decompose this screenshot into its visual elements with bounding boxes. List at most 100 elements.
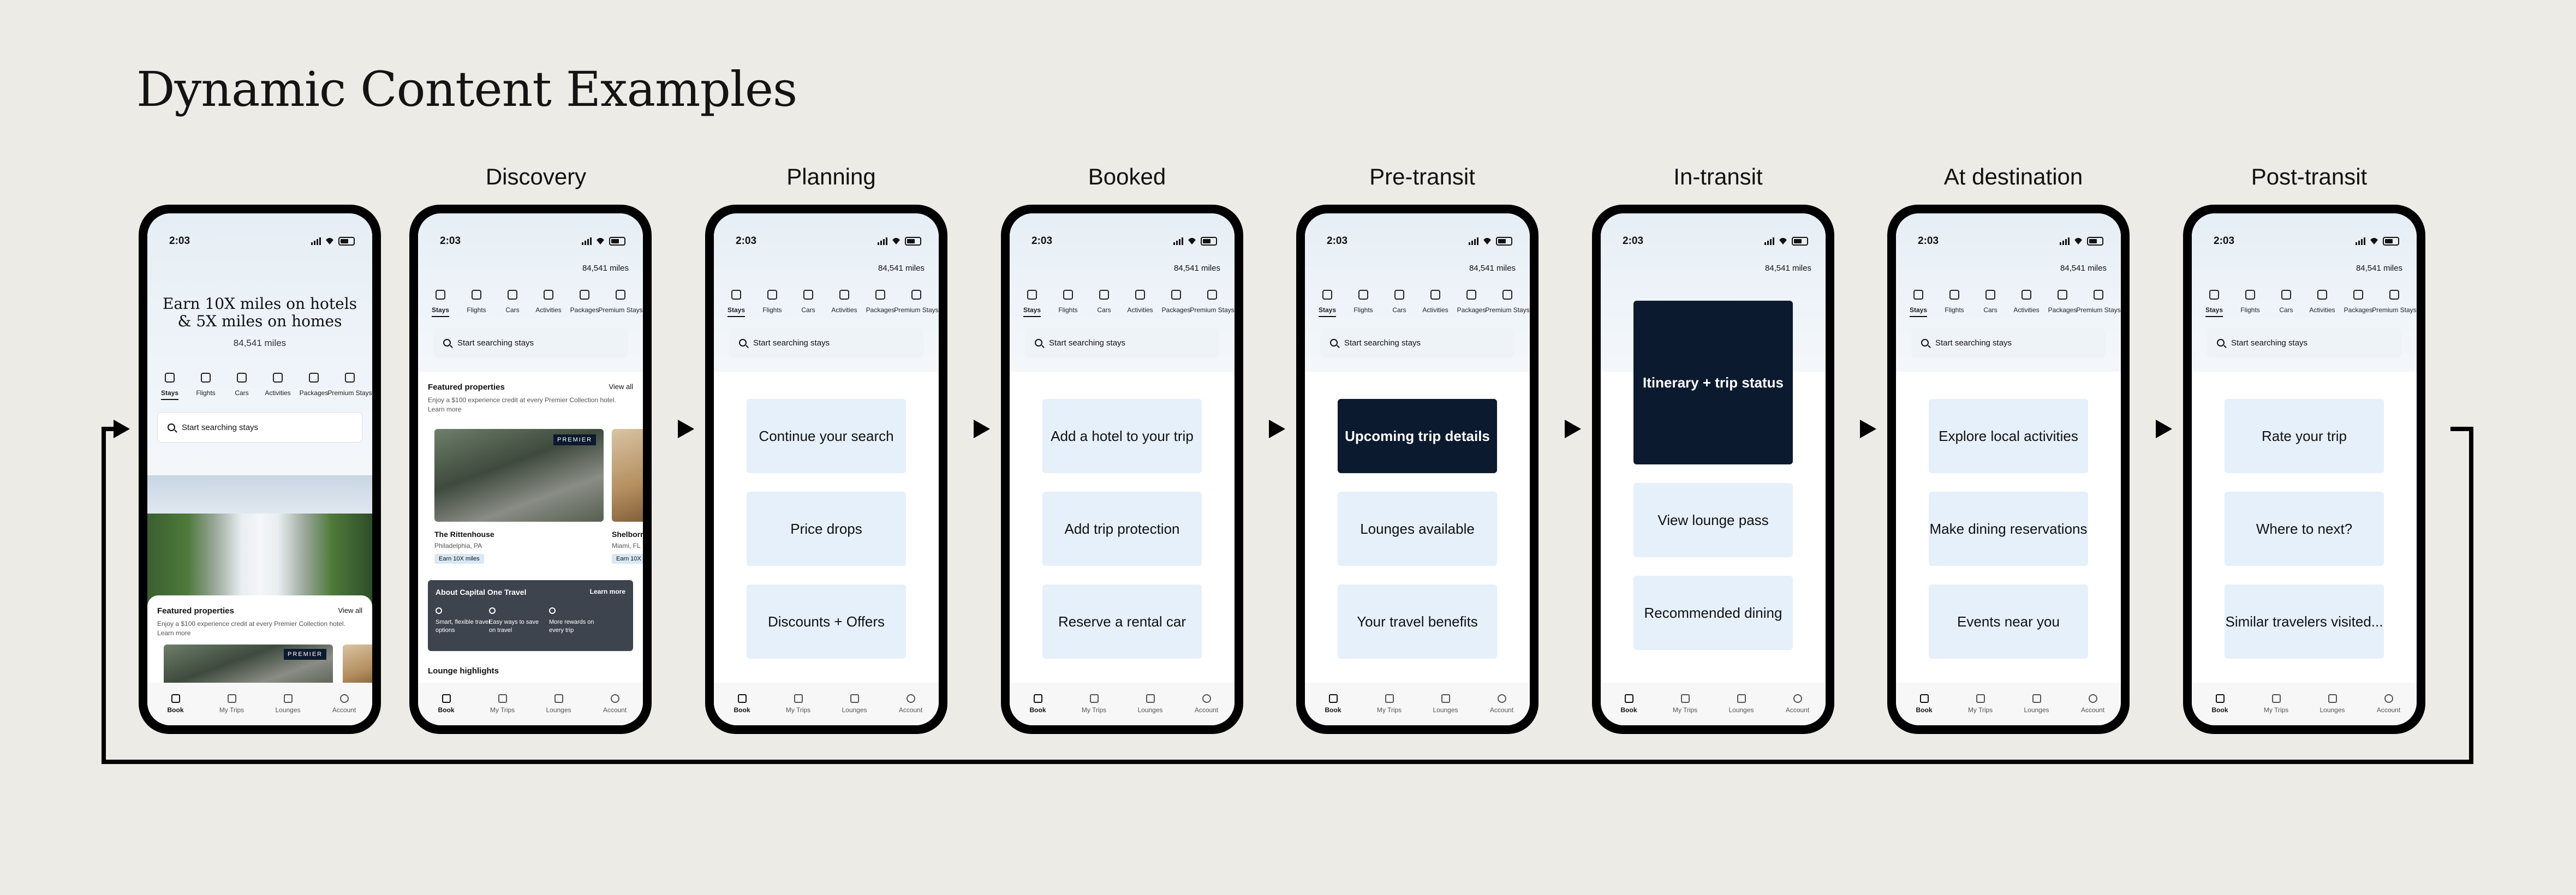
learn-more-link[interactable]: Learn more — [157, 629, 191, 637]
nav-lounges[interactable]: Lounges — [2015, 694, 2059, 714]
nav-lounges[interactable]: Lounges — [1424, 694, 1468, 714]
search-input[interactable]: Start searching stays — [729, 328, 923, 357]
view-all-link[interactable]: View all — [609, 383, 633, 391]
dynamic-card[interactable]: Upcoming trip details — [1338, 399, 1497, 473]
nav-account[interactable]: Account — [1185, 694, 1229, 714]
tab-activities[interactable]: Activities — [1123, 290, 1157, 317]
dynamic-card[interactable]: Continue your search — [747, 399, 906, 473]
nav-my-trips[interactable]: My Trips — [481, 694, 524, 714]
tab-activities[interactable]: Activities — [2305, 290, 2339, 317]
nav-book[interactable]: Book — [425, 694, 468, 714]
search-input[interactable]: Start searching stays — [1320, 328, 1514, 357]
nav-my-trips[interactable]: My Trips — [777, 694, 820, 714]
tab-activities[interactable]: Activities — [827, 290, 861, 317]
tab-flights[interactable]: Flights — [189, 373, 223, 400]
tab-packages[interactable]: Packages — [2341, 290, 2375, 317]
tab-packages[interactable]: Packages — [568, 290, 601, 317]
nav-my-trips[interactable]: My Trips — [1368, 694, 1411, 714]
tab-packages[interactable]: Packages — [2046, 290, 2079, 317]
property-image-shelborn[interactable] — [612, 429, 643, 522]
tab-stays[interactable]: Stays — [1310, 290, 1344, 317]
nav-account[interactable]: Account — [1480, 694, 1524, 714]
nav-my-trips[interactable]: My Trips — [1663, 694, 1707, 714]
dynamic-card[interactable]: Recommended dining — [1633, 576, 1793, 650]
dynamic-card[interactable]: Rate your trip — [2225, 399, 2384, 473]
nav-book[interactable]: Book — [2198, 694, 2242, 714]
nav-book[interactable]: Book — [1903, 694, 1946, 714]
nav-account[interactable]: Account — [1776, 694, 1820, 714]
dynamic-card[interactable]: Your travel benefits — [1338, 584, 1497, 659]
tab-activities[interactable]: Activities — [261, 373, 295, 400]
nav-account[interactable]: Account — [2071, 694, 2115, 714]
tab-premium-stays[interactable]: Premium Stays — [2372, 290, 2417, 317]
search-input[interactable]: Start searching stays — [157, 412, 362, 443]
dynamic-card[interactable]: Price drops — [747, 492, 906, 566]
tab-cars[interactable]: Cars — [496, 290, 529, 317]
nav-my-trips[interactable]: My Trips — [1072, 694, 1116, 714]
nav-account[interactable]: Account — [323, 694, 366, 714]
property-image-2[interactable] — [343, 645, 372, 688]
about-card[interactable]: About Capital One Travel Learn more Smar… — [428, 580, 633, 651]
tab-packages[interactable]: Packages — [863, 290, 897, 317]
view-all-link[interactable]: View all — [338, 606, 362, 614]
nav-book[interactable]: Book — [154, 694, 198, 714]
dynamic-card[interactable]: Where to next? — [2225, 492, 2384, 566]
nav-book[interactable]: Book — [1311, 694, 1355, 714]
tab-activities[interactable]: Activities — [532, 290, 565, 317]
nav-account[interactable]: Account — [889, 694, 933, 714]
tab-flights[interactable]: Flights — [755, 290, 789, 317]
tab-stays[interactable]: Stays — [1901, 290, 1935, 317]
tab-cars[interactable]: Cars — [2269, 290, 2303, 317]
about-learn-more[interactable]: Learn more — [589, 588, 625, 595]
search-input[interactable]: Start searching stays — [2207, 328, 2401, 357]
tab-activities[interactable]: Activities — [1418, 290, 1452, 317]
dynamic-card[interactable]: Add trip protection — [1042, 492, 1202, 566]
nav-my-trips[interactable]: My Trips — [1959, 694, 2002, 714]
tab-stays[interactable]: Stays — [1015, 290, 1049, 317]
nav-lounges[interactable]: Lounges — [266, 694, 310, 714]
tab-stays[interactable]: Stays — [424, 290, 457, 317]
nav-lounges[interactable]: Lounges — [1720, 694, 1763, 714]
nav-lounges[interactable]: Lounges — [833, 694, 876, 714]
tab-activities[interactable]: Activities — [2009, 290, 2043, 317]
nav-book[interactable]: Book — [1607, 694, 1651, 714]
dynamic-card[interactable]: Add a hotel to your trip — [1042, 399, 1202, 473]
tab-flights[interactable]: Flights — [1937, 290, 1971, 317]
tab-cars[interactable]: Cars — [225, 373, 259, 400]
learn-more-link[interactable]: Learn more — [428, 405, 462, 413]
nav-book[interactable]: Book — [720, 694, 764, 714]
nav-account[interactable]: Account — [2367, 694, 2411, 714]
tab-stays[interactable]: Stays — [2197, 290, 2231, 317]
nav-book[interactable]: Book — [1016, 694, 1060, 714]
dynamic-card[interactable]: Make dining reservations — [1929, 492, 2088, 566]
nav-lounges[interactable]: Lounges — [2311, 694, 2354, 714]
search-input[interactable]: Start searching stays — [1911, 328, 2106, 357]
tab-flights[interactable]: Flights — [1051, 290, 1085, 317]
dynamic-card[interactable]: Similar travelers visited... — [2225, 584, 2384, 659]
tab-premium-stays[interactable]: Premium Stays — [1190, 290, 1235, 317]
tab-flights[interactable]: Flights — [2233, 290, 2267, 317]
tab-packages[interactable]: Packages — [1159, 290, 1193, 317]
tab-premium-stays[interactable]: Premium Stays — [1485, 290, 1530, 317]
dynamic-card[interactable]: Lounges available — [1338, 492, 1497, 566]
tab-cars[interactable]: Cars — [1087, 290, 1121, 317]
nav-lounges[interactable]: Lounges — [1129, 694, 1172, 714]
tab-flights[interactable]: Flights — [460, 290, 493, 317]
tab-packages[interactable]: Packages — [1454, 290, 1488, 317]
search-input[interactable]: Start searching stays — [433, 328, 628, 357]
nav-account[interactable]: Account — [593, 694, 637, 714]
dynamic-card[interactable]: Events near you — [1929, 584, 2088, 659]
tab-flights[interactable]: Flights — [1346, 290, 1380, 317]
search-input[interactable]: Start searching stays — [1025, 328, 1219, 357]
tab-premium-stays[interactable]: Premium Stays — [2076, 290, 2121, 317]
nav-my-trips[interactable]: My Trips — [210, 694, 254, 714]
nav-my-trips[interactable]: My Trips — [2255, 694, 2298, 714]
dynamic-card[interactable]: Discounts + Offers — [747, 584, 906, 659]
tab-stays[interactable]: Stays — [719, 290, 753, 317]
tab-stays[interactable]: Stays — [153, 373, 187, 400]
tab-cars[interactable]: Cars — [1382, 290, 1416, 317]
dynamic-card[interactable]: View lounge pass — [1633, 483, 1793, 557]
dynamic-card[interactable]: Itinerary + trip status — [1633, 301, 1793, 464]
tab-premium-stays[interactable]: Premium Stays — [894, 290, 939, 317]
nav-lounges[interactable]: Lounges — [537, 694, 581, 714]
